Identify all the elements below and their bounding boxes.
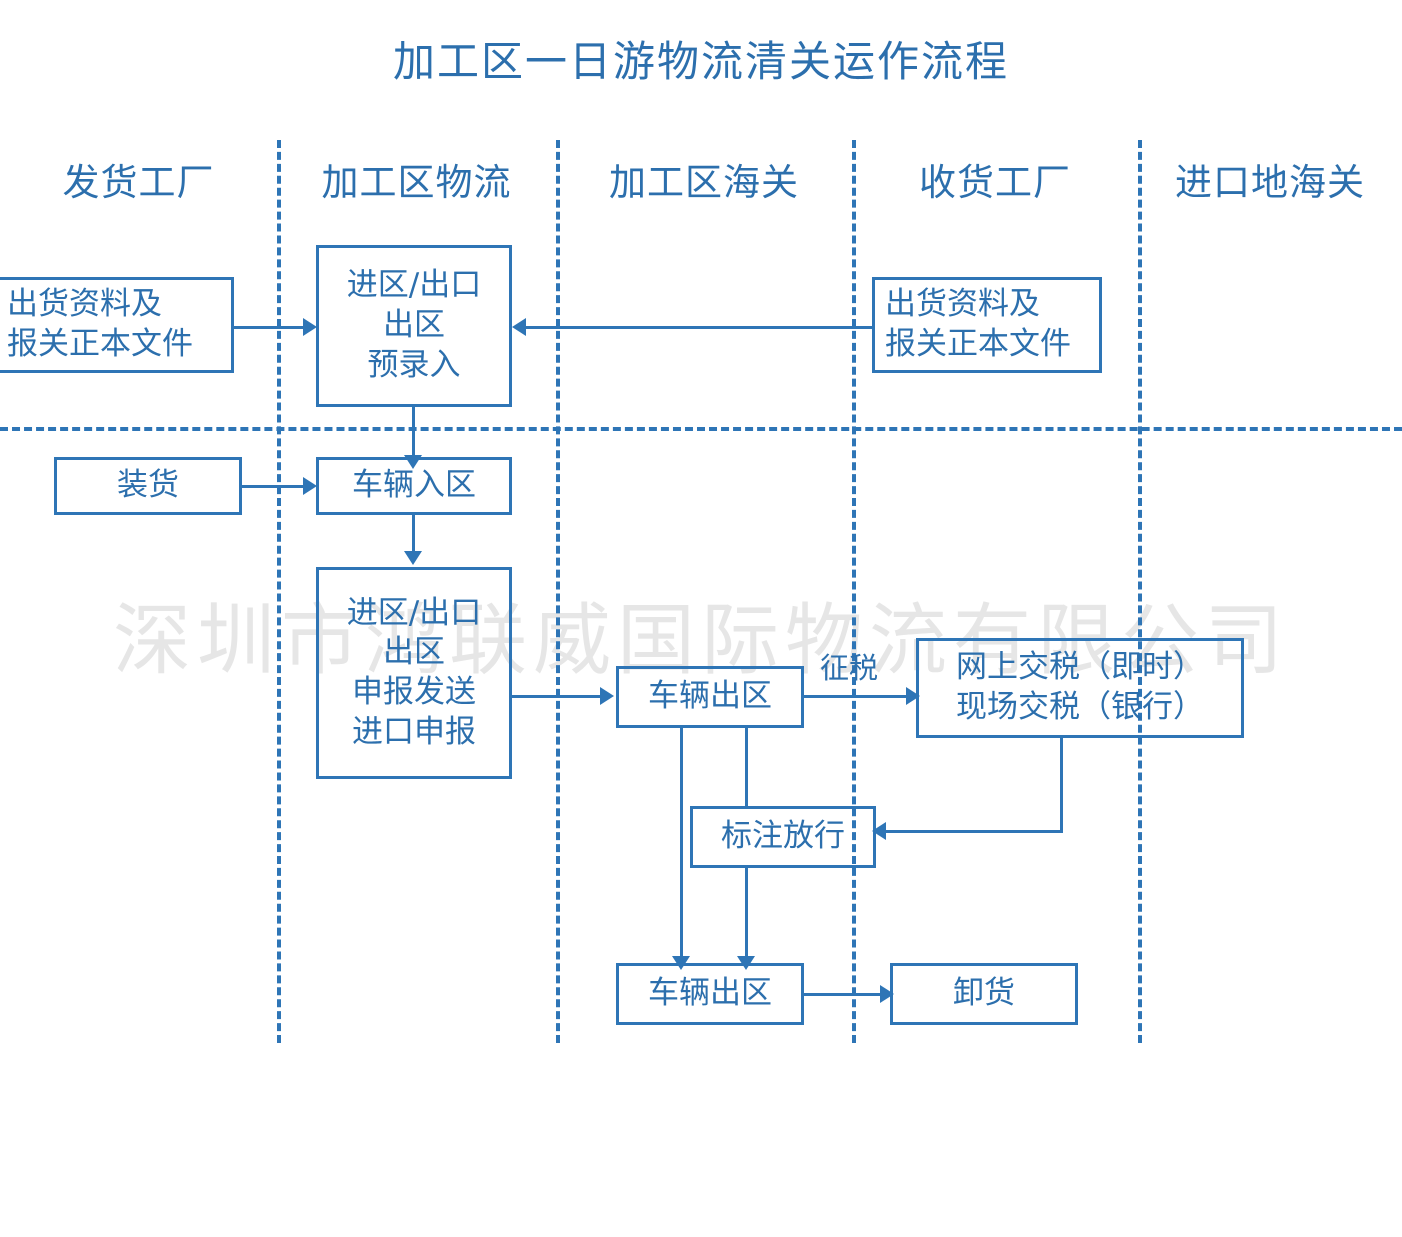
node-line: 车辆出区 bbox=[648, 678, 772, 715]
lane-divider-1 bbox=[277, 140, 281, 1043]
node-line: 车辆出区 bbox=[648, 975, 772, 1012]
phase-divider bbox=[0, 427, 1402, 431]
lane-header-zone-logistics: 加工区物流 bbox=[321, 161, 512, 204]
node-line: 出区 bbox=[383, 307, 445, 344]
edge-pre-entry-to-vehicle-enter bbox=[412, 407, 415, 459]
node-line: 出货资料及 bbox=[885, 286, 1040, 323]
lane-header-shipping-factory: 发货工厂 bbox=[62, 161, 215, 204]
node-shipping-docs-left[interactable]: 出货资料及 报关正本文件 bbox=[0, 277, 234, 373]
lane-divider-2 bbox=[556, 140, 560, 1043]
node-line: 出区 bbox=[383, 634, 445, 671]
node-line: 进区/出口 bbox=[346, 594, 482, 631]
node-line: 进口申报 bbox=[352, 713, 476, 750]
node-line: 现场交税（银行） bbox=[956, 689, 1204, 725]
arrow-head-right bbox=[303, 477, 317, 495]
edge-shipping-docs-to-pre-entry bbox=[234, 326, 306, 329]
lane-divider-4 bbox=[1138, 140, 1142, 1043]
lane-header-import-customs: 进口地海关 bbox=[1175, 161, 1365, 204]
node-line: 车辆入区 bbox=[352, 467, 476, 504]
edge-vehicle-exit-1-down-to-mark-release bbox=[745, 728, 748, 806]
node-declaration-send[interactable]: 进区/出口 出区 申报发送 进口申报 bbox=[316, 567, 512, 779]
node-line: 装货 bbox=[117, 467, 179, 504]
page-title: 加工区一日游物流清关运作流程 bbox=[392, 37, 1009, 86]
edge-vehicle-exit-to-tax-payment bbox=[804, 695, 908, 698]
node-shipping-docs-right[interactable]: 出货资料及 报关正本文件 bbox=[872, 277, 1102, 373]
node-tax-payment[interactable]: 网上交税（即时） 现场交税（银行） bbox=[916, 638, 1244, 738]
node-unloading[interactable]: 卸货 bbox=[890, 963, 1078, 1025]
node-vehicle-enter-zone[interactable]: 车辆入区 bbox=[316, 457, 512, 515]
edge-vehicle-enter-to-declaration bbox=[412, 515, 415, 555]
lane-divider-3 bbox=[852, 140, 856, 1043]
node-loading[interactable]: 装货 bbox=[54, 457, 242, 515]
edge-vehicle-exit-1-left-rail bbox=[680, 728, 683, 960]
arrow-head-down bbox=[404, 551, 422, 565]
node-line: 网上交税（即时） bbox=[956, 649, 1204, 686]
edge-vehicle-exit-2-to-unloading bbox=[804, 993, 882, 996]
edge-mark-release-to-vehicle-exit-2 bbox=[745, 868, 748, 960]
node-line: 标注放行 bbox=[721, 818, 845, 855]
node-pre-entry[interactable]: 进区/出口 出区 预录入 bbox=[316, 245, 512, 407]
edge-label-tax-levy: 征税 bbox=[820, 651, 879, 685]
arrow-head-right bbox=[303, 318, 317, 336]
node-vehicle-exit-zone-1[interactable]: 车辆出区 bbox=[616, 666, 804, 728]
edge-declaration-to-vehicle-exit-1 bbox=[512, 695, 602, 698]
node-line: 卸货 bbox=[953, 975, 1015, 1012]
arrow-head-left bbox=[512, 318, 526, 336]
arrow-head-right bbox=[600, 687, 614, 705]
edge-tax-payment-down bbox=[1060, 738, 1063, 832]
node-line: 预录入 bbox=[367, 346, 461, 383]
node-vehicle-exit-zone-2[interactable]: 车辆出区 bbox=[616, 963, 804, 1025]
lane-header-zone-customs: 加工区海关 bbox=[609, 161, 799, 204]
edge-loading-to-vehicle-enter bbox=[242, 485, 306, 488]
node-line: 报关正本文件 bbox=[7, 326, 193, 362]
node-line: 进区/出口 bbox=[346, 267, 482, 304]
lane-header-receiving-factory: 收货工厂 bbox=[919, 161, 1071, 204]
node-line: 报关正本文件 bbox=[885, 326, 1071, 362]
node-line: 申报发送 bbox=[352, 674, 476, 710]
node-line: 出货资料及 bbox=[7, 286, 162, 323]
edge-shipping-docs-right-to-pre-entry bbox=[526, 326, 874, 329]
edge-tax-payment-to-mark-release bbox=[886, 830, 1063, 833]
node-mark-release[interactable]: 标注放行 bbox=[690, 806, 876, 868]
